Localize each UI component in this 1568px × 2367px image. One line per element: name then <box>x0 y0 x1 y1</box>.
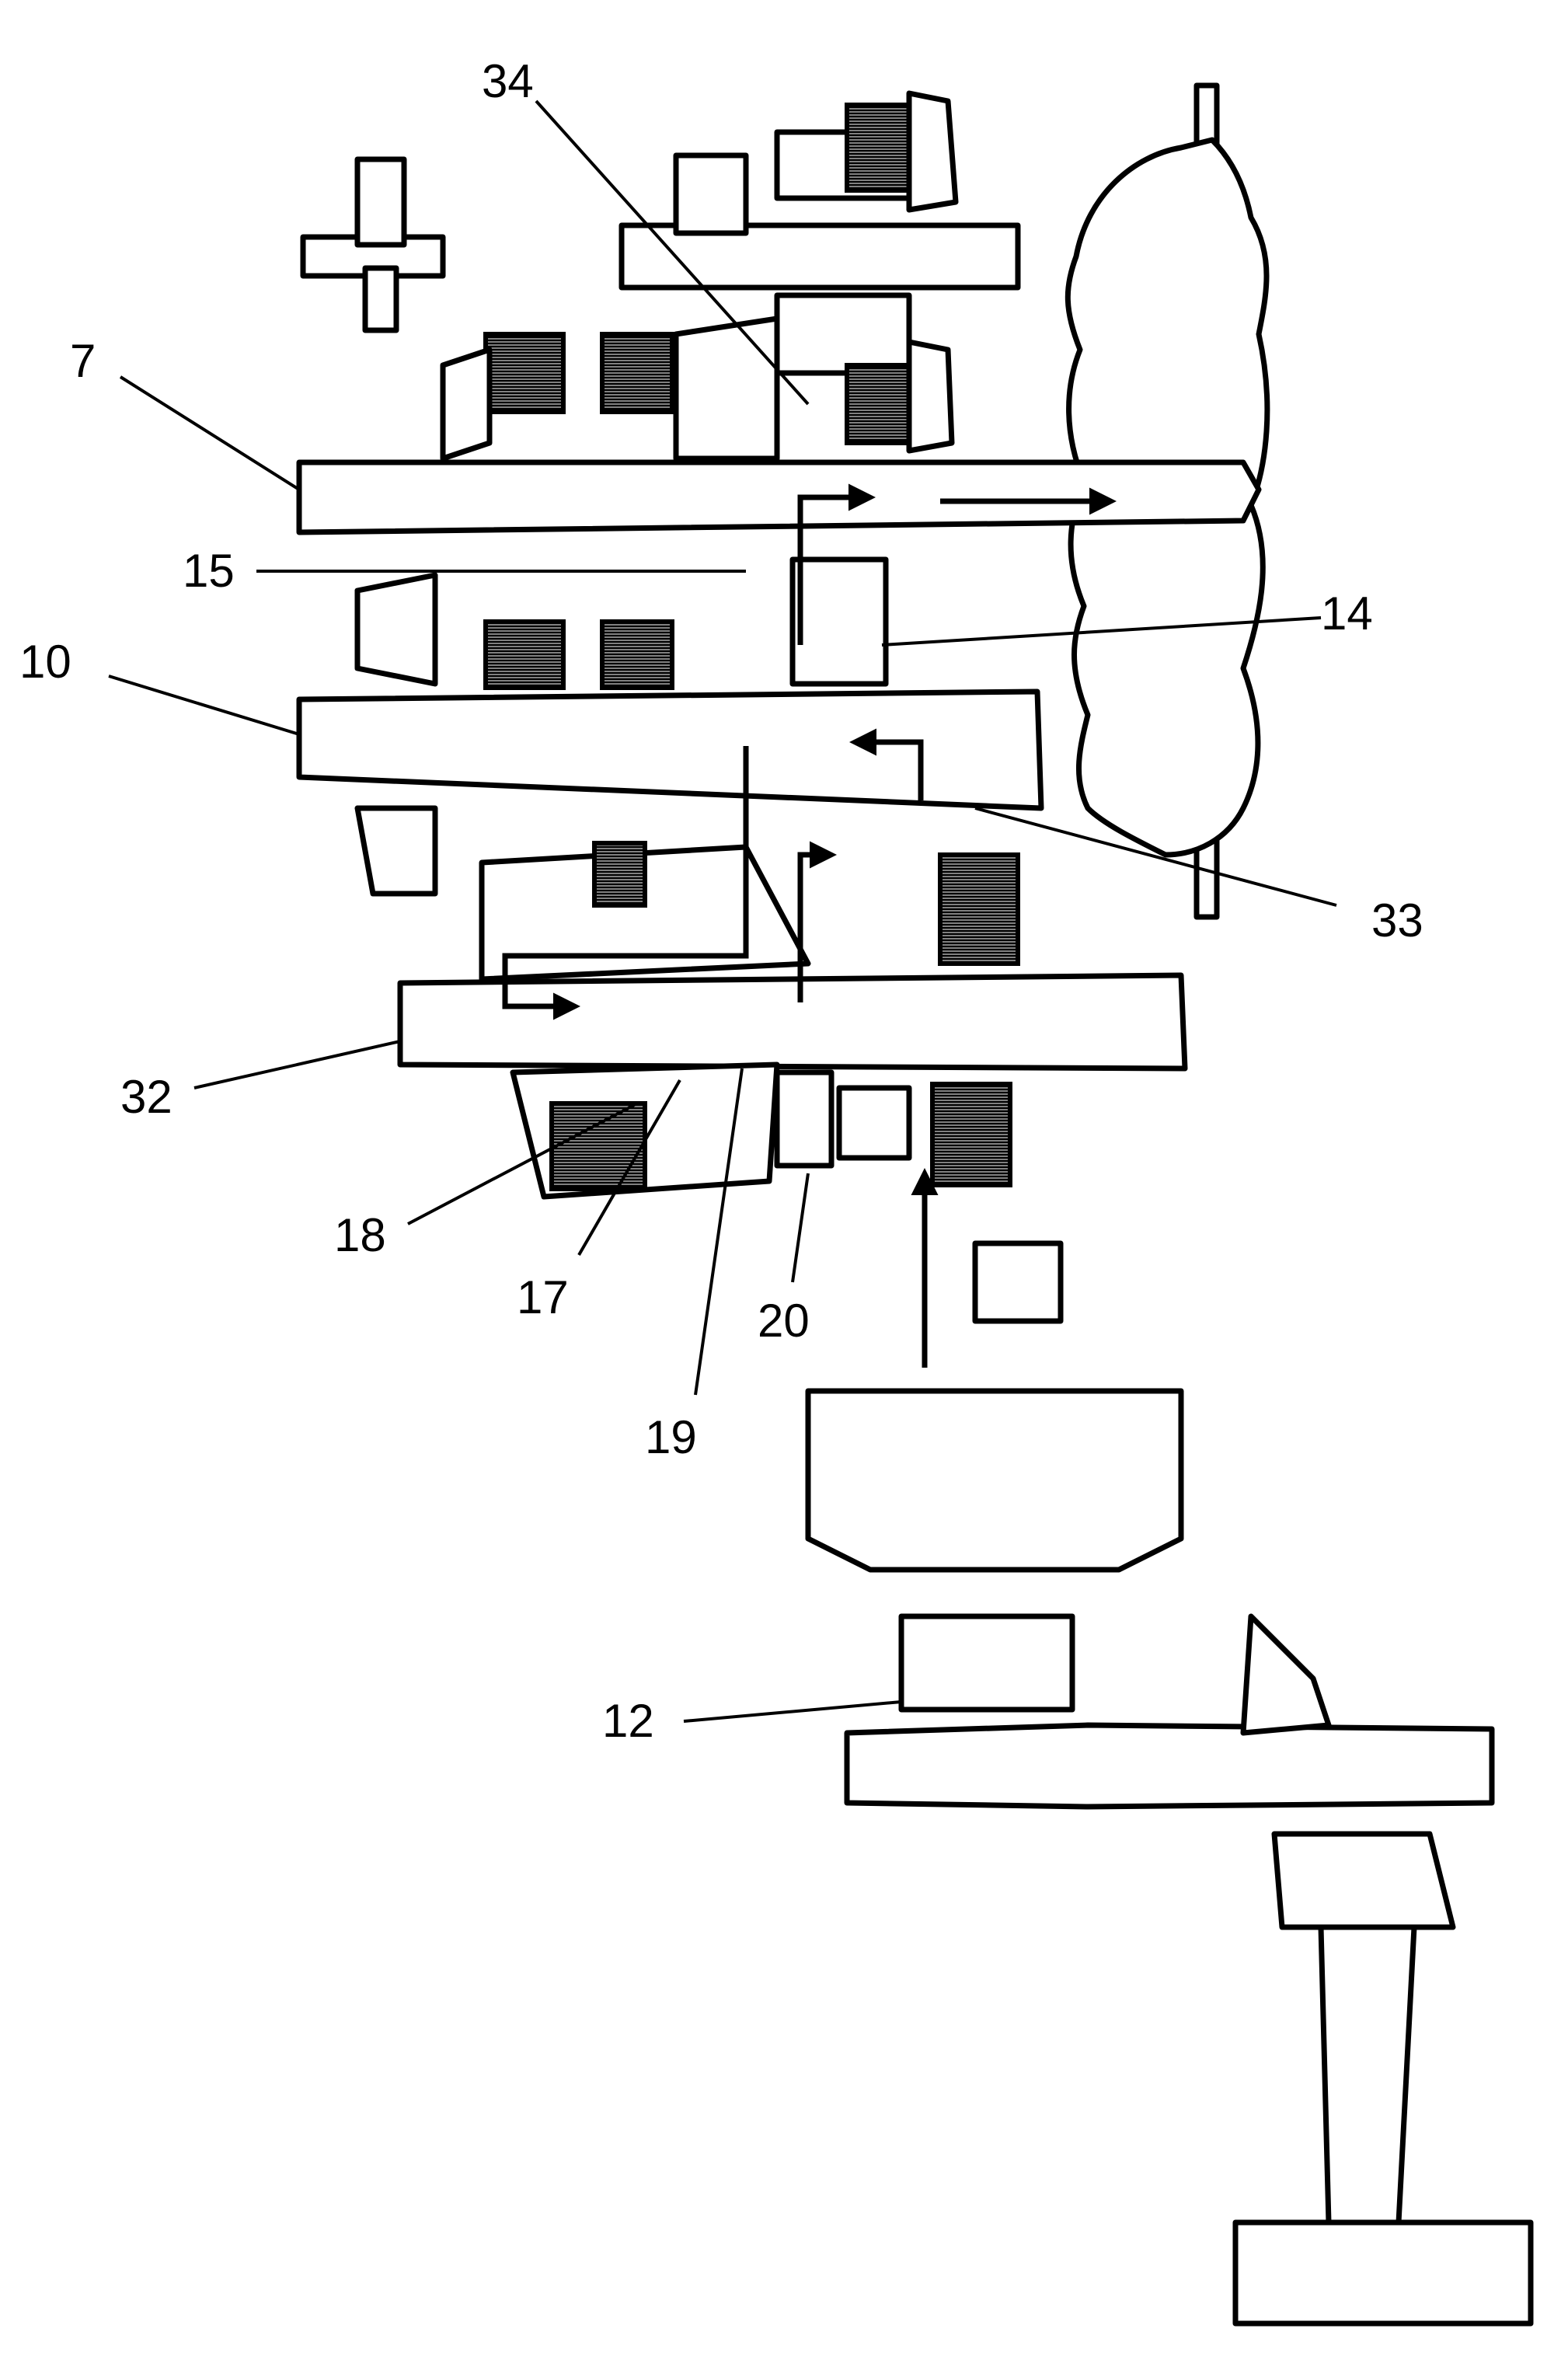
svg-text:15: 15 <box>183 545 235 597</box>
svg-text:34: 34 <box>482 55 534 107</box>
svg-text:17: 17 <box>517 1271 569 1323</box>
svg-text:20: 20 <box>758 1295 810 1347</box>
callout-10: 10 <box>19 636 300 736</box>
callout-18: 18 <box>334 1102 638 1261</box>
callout-7: 7 <box>70 335 301 491</box>
shaft-10 <box>296 556 1044 897</box>
upper-shaft-assembly <box>300 90 1021 454</box>
svg-text:12: 12 <box>602 1695 654 1747</box>
svg-text:19: 19 <box>645 1411 697 1463</box>
callout-32: 32 <box>120 1040 401 1123</box>
callout-12: 12 <box>602 1695 902 1747</box>
shaft-7 <box>296 315 1262 535</box>
callout-33: 33 <box>974 807 1423 946</box>
callout-14: 14 <box>881 587 1373 647</box>
transfer-gear-and-differential <box>805 1240 1534 2327</box>
callout-17: 17 <box>517 1079 681 1323</box>
svg-text:33: 33 <box>1371 894 1423 946</box>
svg-text:7: 7 <box>70 335 96 387</box>
callout-15: 15 <box>183 545 746 597</box>
power-flow-arrows <box>502 483 1117 1368</box>
svg-text:18: 18 <box>334 1209 386 1261</box>
svg-text:10: 10 <box>19 636 71 688</box>
svg-text:32: 32 <box>120 1071 172 1123</box>
callout-34: 34 <box>482 55 810 406</box>
callout-20: 20 <box>758 1173 810 1347</box>
shaft-32 <box>397 841 1188 1200</box>
svg-text:14: 14 <box>1321 587 1373 640</box>
callout-19: 19 <box>645 1068 744 1463</box>
